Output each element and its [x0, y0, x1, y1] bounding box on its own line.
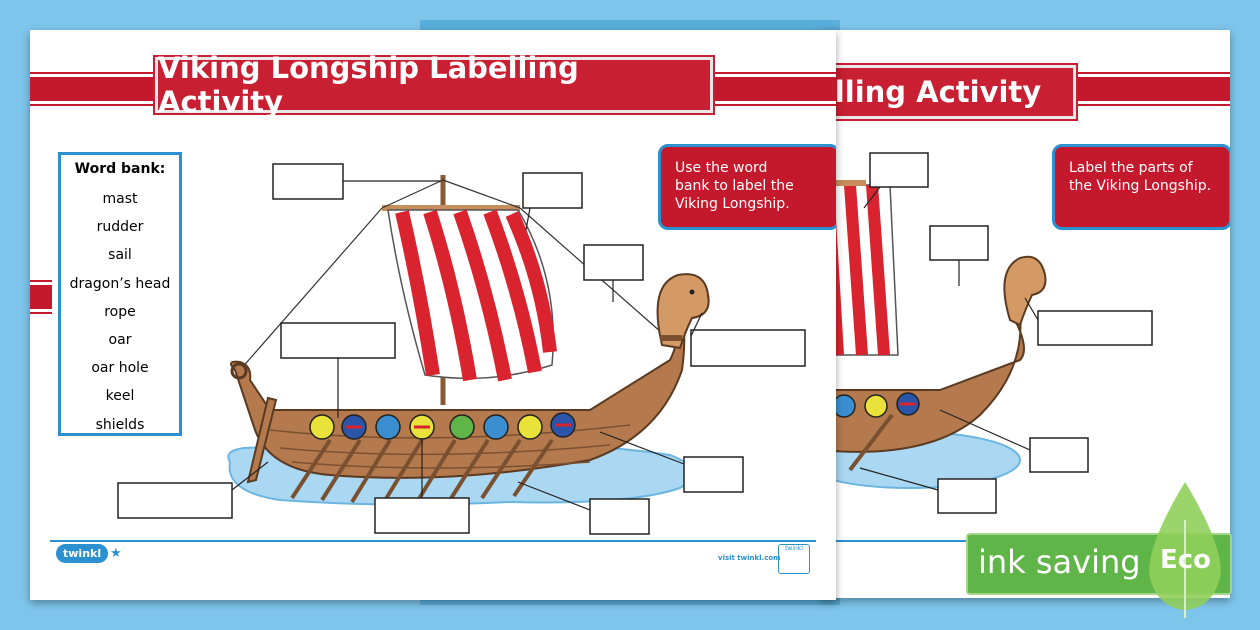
word-bank-title: Word bank: — [74, 161, 166, 177]
eco-label: Eco — [1160, 545, 1212, 575]
leaf-icon — [1149, 482, 1221, 618]
twinkl-logo[interactable]: twinkl — [56, 544, 109, 563]
longship-illustration — [117, 163, 806, 535]
word-bank-item: rudder — [96, 219, 144, 236]
word-bank-list: mast rudder sail dragon’s head rope oar … — [61, 185, 179, 439]
word-bank-item: shields — [95, 416, 145, 433]
quality-badge-text: twinkl — [785, 545, 803, 552]
instructions-text: Use the word bank to label the Viking Lo… — [675, 160, 794, 212]
visit-link[interactable]: visit twinkl.com — [718, 554, 781, 562]
footer-divider — [50, 540, 816, 542]
word-bank-item: keel — [105, 388, 135, 405]
worksheet-preview-back[interactable]: abelling Activity Label the parts of the… — [820, 30, 1230, 598]
word-bank: Word bank: mast rudder sail dragon’s hea… — [58, 152, 182, 436]
instructions-box: Use the word bank to label the Viking Lo… — [658, 144, 836, 230]
page-title-partial: abelling Activity — [820, 65, 1076, 119]
word-bank-item: oar — [108, 331, 132, 348]
quality-badge: twinkl — [778, 544, 810, 574]
side-stripe — [30, 282, 52, 312]
word-bank-item: mast — [102, 191, 138, 207]
word-bank-item: sail — [108, 247, 132, 264]
ink-saving-text: ink saving — [978, 543, 1141, 581]
word-bank-item: dragon’s head — [69, 275, 171, 292]
title-text: Viking Longship Labelling Activity — [158, 51, 579, 119]
page-title: Viking Longship Labelling Activity — [155, 51, 713, 119]
word-bank-item: rope — [104, 303, 136, 320]
star-icon: ★ — [110, 546, 122, 561]
instructions-box: Label the parts of the Viking Longship. — [1052, 144, 1230, 230]
title-text: abelling Activity — [820, 75, 1042, 109]
word-bank-item: oar hole — [91, 360, 149, 377]
instructions-text: Label the parts of the Viking Longship. — [1069, 160, 1212, 194]
worksheet-preview-front[interactable]: Viking Longship Labelling Activity Word … — [30, 30, 836, 600]
